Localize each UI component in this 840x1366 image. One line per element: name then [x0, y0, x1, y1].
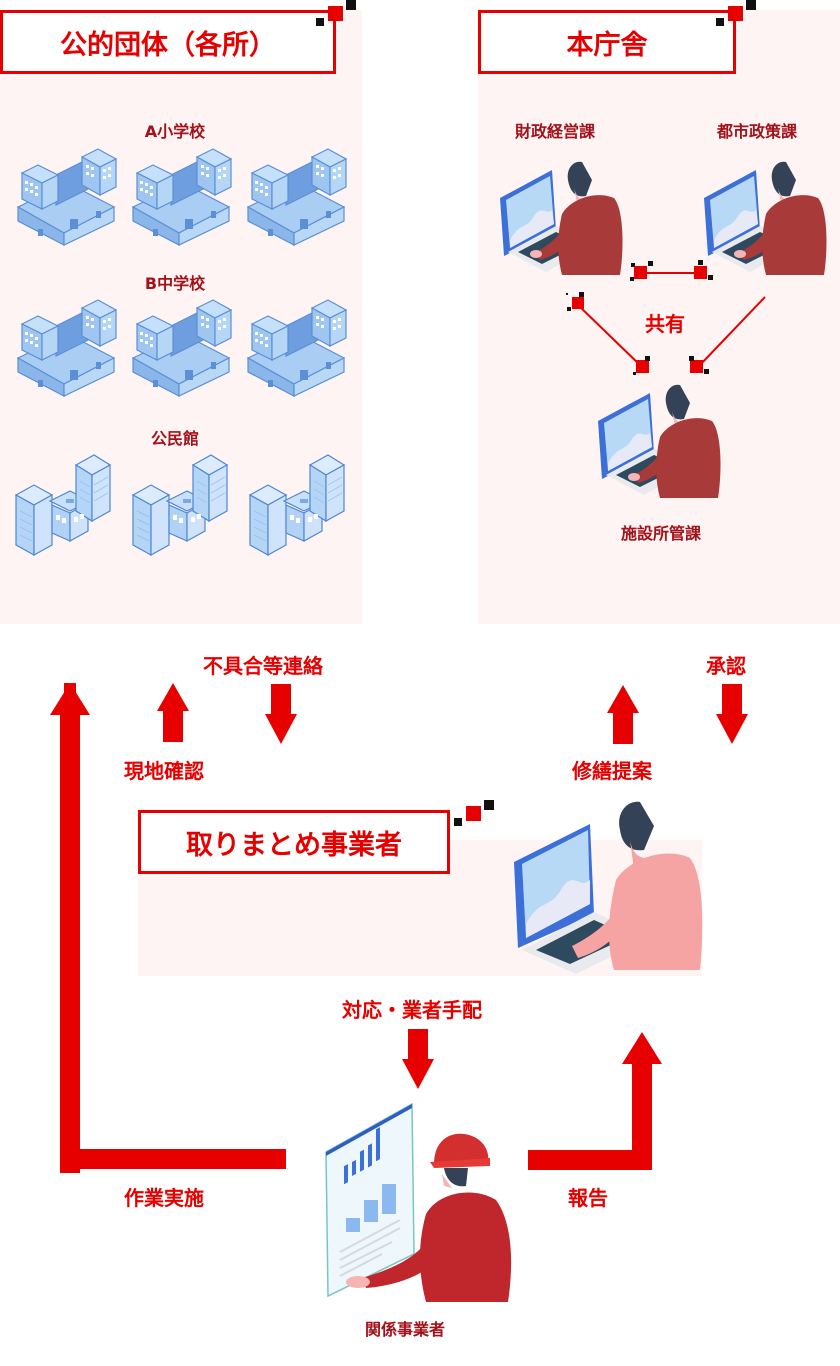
approval-arrow-down-icon	[716, 684, 748, 744]
coordinator-title-text: 取りまとめ事業者	[186, 829, 402, 861]
share-label: 共有	[645, 312, 685, 336]
school-building-icon	[131, 148, 233, 246]
main-office-panel	[478, 10, 840, 624]
dispatch-arrow-down-icon	[402, 1029, 434, 1089]
person-laptop-icon	[500, 161, 623, 275]
repair-proposal-label: 修繕提案	[572, 759, 652, 783]
report-arrow	[528, 1032, 662, 1170]
person-laptop-icon	[514, 801, 703, 974]
share-line-horizontal	[630, 260, 713, 281]
corner-marker-icon	[314, 0, 360, 30]
school-building-icon	[16, 299, 118, 397]
defect-report-arrow-down-icon	[265, 684, 297, 744]
share-connector-lines	[566, 260, 766, 375]
department-label-urban-policy: 都市政策課	[716, 122, 797, 141]
school-building-icon	[246, 148, 348, 246]
office-building-icon	[248, 454, 346, 557]
public-orgs-title: 公的団体（各所）	[0, 10, 336, 74]
approval-label: 承認	[706, 654, 746, 678]
group-label-b-junior-high: B中学校	[144, 274, 206, 293]
department-label-facility: 施設所管課	[620, 524, 701, 543]
main-office-title-text: 本庁舎	[566, 29, 648, 61]
work-execution-arrow	[50, 683, 286, 1173]
person-laptop-icon	[598, 384, 721, 498]
coordinator-title: 取りまとめ事業者	[138, 810, 450, 874]
school-building-icon	[16, 148, 118, 246]
school-building-icon	[131, 299, 233, 397]
contractor-label: 関係事業者	[364, 1320, 445, 1339]
corner-marker-icon	[714, 0, 760, 30]
work-execution-label: 作業実施	[124, 1186, 204, 1210]
group-label-a-elementary: A小学校	[144, 122, 206, 141]
repair-proposal-arrow-up-icon	[607, 685, 639, 744]
main-office-title: 本庁舎	[478, 10, 736, 74]
corner-marker-icon	[452, 800, 498, 830]
school-building-icon	[246, 299, 348, 397]
department-label-finance: 財政経営課	[514, 122, 595, 141]
defect-report-label: 不具合等連絡	[203, 654, 323, 678]
office-building-icon	[14, 454, 112, 557]
office-building-icon	[131, 454, 229, 557]
group-label-community-center: 公民館	[150, 429, 199, 448]
dispatch-label: 対応・業者手配	[342, 998, 482, 1022]
site-check-arrow-up-icon	[157, 683, 189, 742]
public-orgs-title-text: 公的団体（各所）	[60, 29, 276, 61]
site-check-label: 現地確認	[124, 759, 204, 783]
report-label: 報告	[568, 1186, 608, 1210]
share-line-right	[689, 296, 766, 374]
worker-hardhat-icon	[325, 1102, 512, 1302]
share-line-left	[566, 292, 650, 375]
person-laptop-icon	[704, 161, 827, 275]
